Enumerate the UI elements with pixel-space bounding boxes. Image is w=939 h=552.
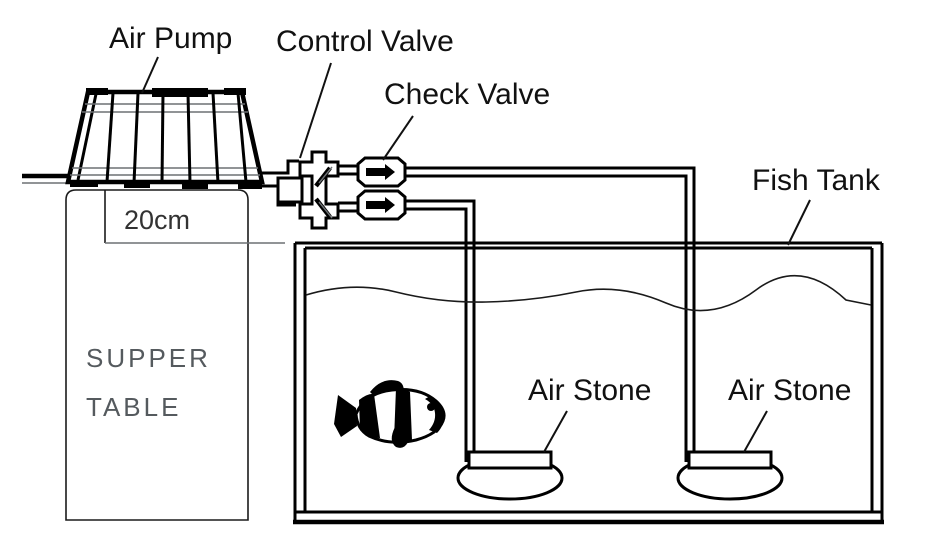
label-fish-tank: Fish Tank	[752, 164, 881, 246]
water-surface	[305, 274, 872, 312]
fish-tank-leader	[787, 199, 811, 246]
flow-arrow-icon	[366, 164, 395, 180]
supper-table-label-line1: SUPPER	[86, 343, 211, 373]
fish-tank	[293, 241, 884, 525]
check-valve-upper	[356, 156, 424, 188]
fish-tank-label: Fish Tank	[752, 164, 881, 197]
control-valve-knob-lower	[314, 197, 333, 219]
air-pump	[65, 88, 299, 207]
air-stone-right-body	[687, 450, 773, 470]
label-check-valve: Check Valve	[382, 78, 550, 161]
label-air-stone-right: Air Stone	[728, 374, 851, 453]
air-stone-left-body	[467, 450, 553, 470]
check-valve-leader	[382, 115, 414, 161]
clownfish	[334, 380, 446, 448]
air-pump-leader	[141, 56, 159, 94]
label-air-pump: Air Pump	[109, 22, 232, 94]
control-valve	[276, 150, 360, 230]
check-valve-label: Check Valve	[384, 78, 550, 111]
label-control-valve: Control Valve	[276, 25, 454, 159]
air-stone-right-leader	[743, 410, 768, 453]
supper-table-label-line2: TABLE	[86, 392, 181, 422]
control-valve-knob-upper	[314, 166, 333, 188]
air-stone-left-leader	[543, 410, 568, 453]
control-valve-body	[276, 176, 304, 204]
label-air-stone-left: Air Stone	[528, 374, 651, 453]
flow-arrow-icon	[366, 197, 395, 213]
control-valve-label: Control Valve	[276, 25, 454, 58]
air-stone-right	[676, 450, 784, 501]
control-valve-leader	[299, 62, 332, 159]
check-valve-lower	[356, 189, 424, 221]
air-pump-label: Air Pump	[109, 22, 232, 55]
supper-table: 20cm SUPPER TABLE	[65, 189, 285, 521]
air-stone-left	[456, 450, 564, 501]
dimension-label: 20cm	[124, 205, 190, 235]
air-stone-left-label: Air Stone	[528, 374, 651, 407]
air-stone-right-label: Air Stone	[728, 374, 851, 407]
